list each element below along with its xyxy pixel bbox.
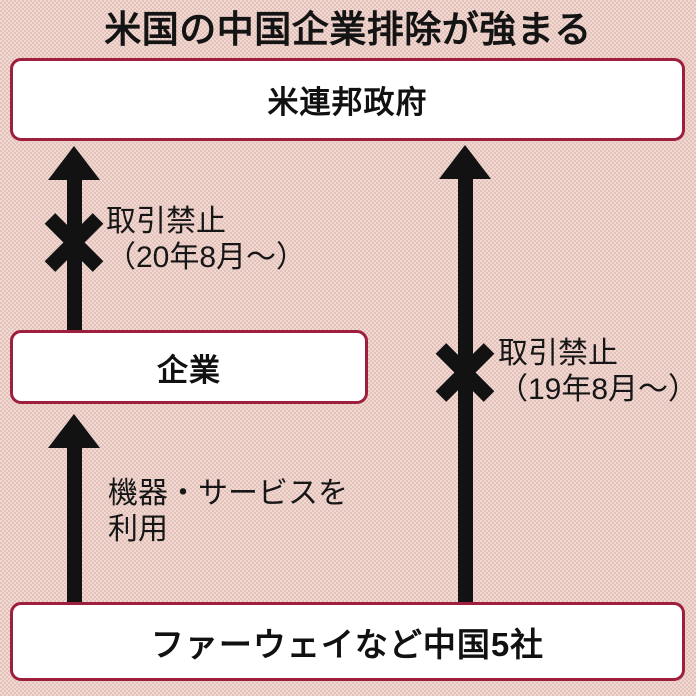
- node-label-chinese-companies: ファーウェイなど中国5社: [150, 625, 545, 663]
- page-title: 米国の中国企業排除が強まる: [104, 9, 592, 50]
- edge-label-ban-2019: 取引禁止 （19年8月〜）: [498, 336, 696, 408]
- edge-label-equipment-use: 機器・サービスを 利用: [108, 476, 348, 548]
- arrow-head-company-to-federal: [48, 146, 100, 180]
- edge-label-ban-2019-line2: （19年8月〜）: [498, 373, 696, 406]
- node-label-company: 企業: [157, 352, 221, 388]
- node-box-federal-government: 米連邦政府: [10, 58, 685, 141]
- arrow-head-chinese-to-federal: [439, 145, 491, 179]
- edge-label-equipment-use-line1: 機器・サービスを: [108, 477, 348, 510]
- node-label-federal-government: 米連邦政府: [267, 85, 428, 120]
- edge-label-ban-2019-line1: 取引禁止: [498, 337, 618, 370]
- x-prohibition-icon-2020: [43, 211, 105, 273]
- arrow-head-chinese-to-company: [48, 414, 100, 448]
- edge-label-ban-2020-line2: （20年8月〜）: [106, 241, 307, 274]
- x-prohibition-icon-2019: [434, 341, 496, 403]
- edge-label-ban-2020: 取引禁止 （20年8月〜）: [106, 204, 306, 276]
- node-box-company: 企業: [10, 330, 368, 404]
- edge-label-equipment-use-line2: 利用: [108, 513, 168, 546]
- arrow-shaft-chinese-to-federal: [458, 175, 473, 607]
- arrow-shaft-chinese-to-company: [67, 446, 82, 606]
- node-box-chinese-companies: ファーウェイなど中国5社: [10, 602, 685, 681]
- edge-label-ban-2020-line1: 取引禁止: [106, 205, 226, 238]
